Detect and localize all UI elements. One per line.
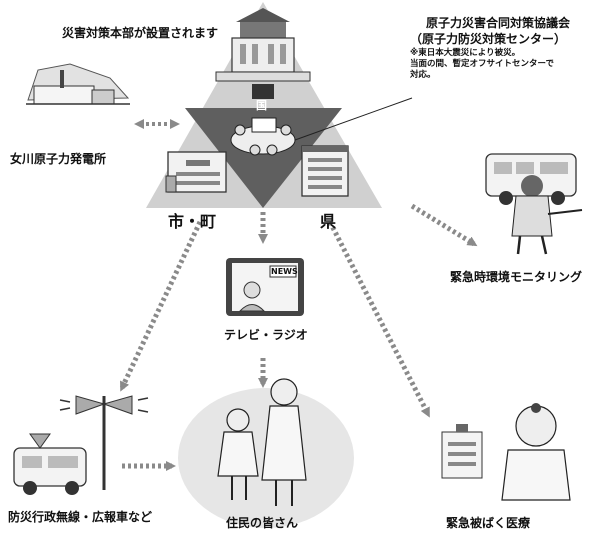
council-title: 原子力災害合同対策協議会 bbox=[426, 16, 571, 30]
doctor-icon bbox=[441, 403, 571, 501]
prefecture-label: 県 bbox=[320, 212, 337, 231]
monitoring-van-icon bbox=[485, 153, 583, 255]
news-sign: NEWS bbox=[271, 267, 298, 276]
residents-label: 住民の皆さん bbox=[226, 516, 299, 530]
power-plant-icon bbox=[26, 63, 130, 105]
council-note-line-2: 当面の間、暫定オフサイトセンターで bbox=[410, 59, 554, 69]
prefecture-building-icon bbox=[301, 145, 349, 197]
monitoring-label: 緊急時環境モニタリング bbox=[450, 270, 583, 284]
government-building-icon bbox=[215, 8, 311, 99]
hq-label: 災害対策本部が設置されます bbox=[62, 26, 219, 40]
national-label: 国 bbox=[256, 99, 267, 112]
city-hall-icon bbox=[165, 151, 227, 193]
council-note-line-1: ※東日本大震災により被災。 bbox=[410, 48, 521, 58]
tv-radio-label: テレビ・ラジオ bbox=[224, 328, 308, 342]
pa-van-icon bbox=[13, 433, 87, 495]
broadcast-label: 防災行政無線・広報車など bbox=[8, 510, 153, 524]
plant-label: 女川原子力発電所 bbox=[10, 152, 107, 166]
meeting-icon bbox=[230, 117, 296, 156]
council-note-line-3: 対応。 bbox=[410, 70, 436, 80]
council-note: ※東日本大震災により被災。 当面の間、暫定オフサイトセンターで 対応。 bbox=[410, 48, 554, 81]
television-icon bbox=[226, 258, 304, 316]
council-subtitle: （原子力防災対策センター） bbox=[410, 32, 567, 46]
city-label: 市・町 bbox=[168, 212, 217, 231]
medical-label: 緊急被ばく医療 bbox=[446, 516, 531, 530]
loudspeaker-icon bbox=[59, 395, 149, 490]
family-icon bbox=[178, 378, 354, 528]
